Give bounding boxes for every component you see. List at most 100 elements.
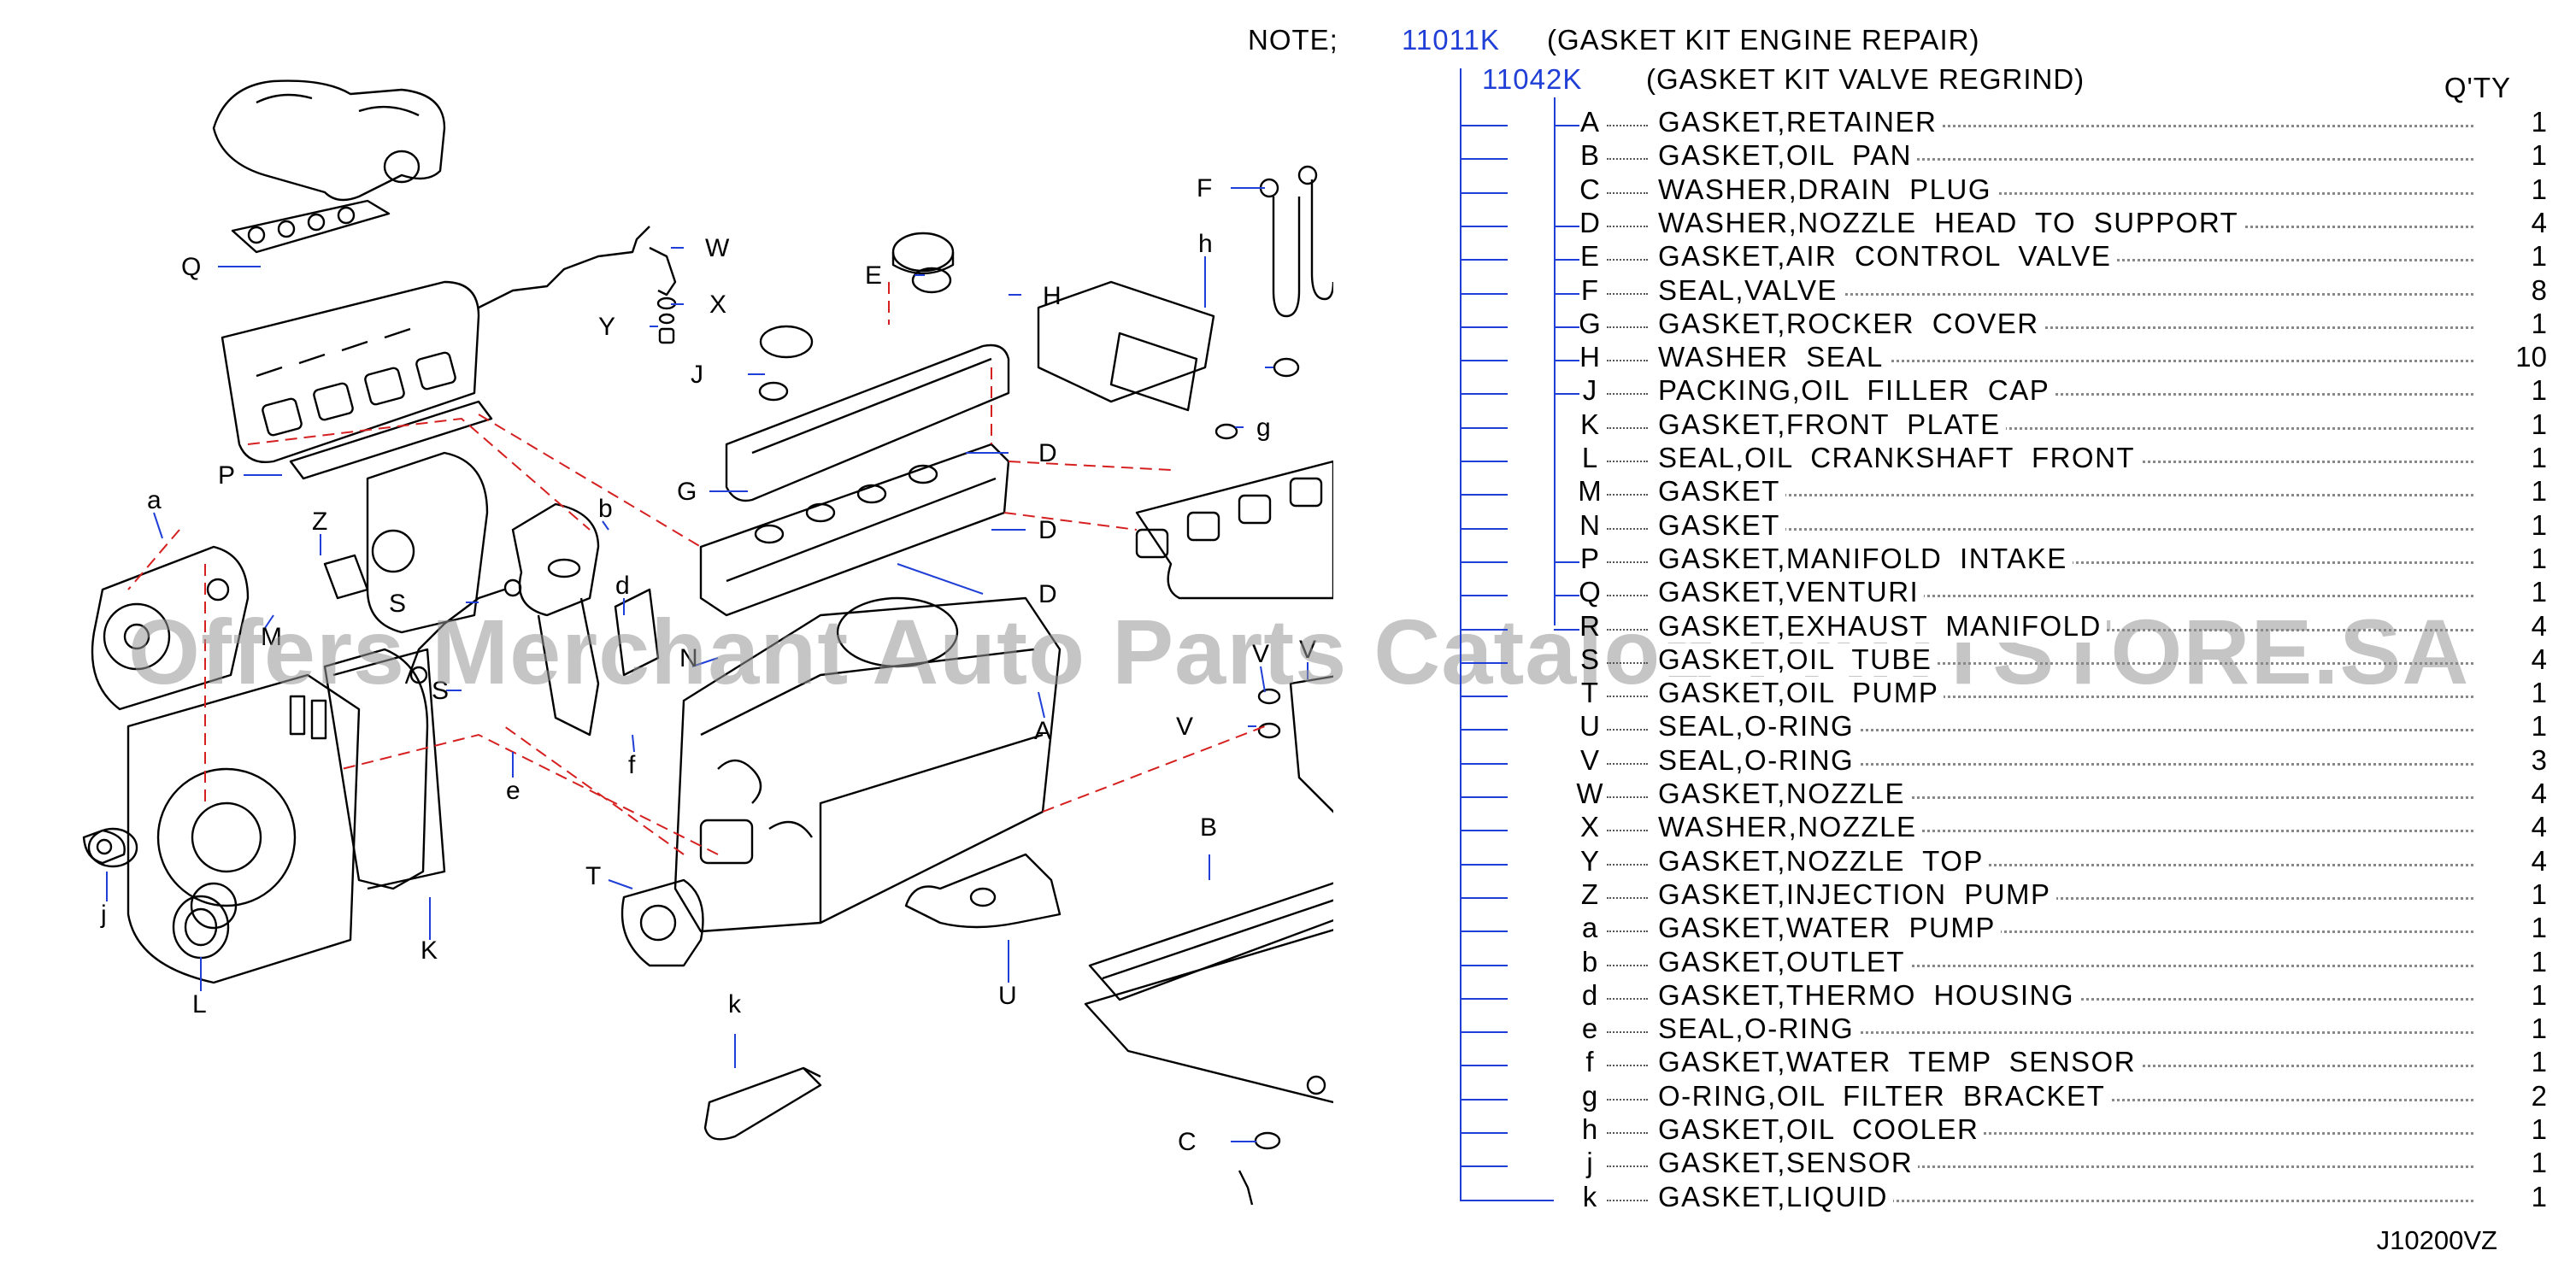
part-code: J — [1582, 374, 1597, 407]
callout-D-1: D — [1038, 439, 1057, 467]
callout-W: W — [705, 234, 730, 262]
callout-U: U — [998, 982, 1017, 1010]
bracket-tick — [1460, 561, 1508, 563]
engine-kit-bracket-line — [1460, 68, 1461, 1201]
bracket-tick — [1460, 1031, 1508, 1034]
diagram-code: J10200VZ — [2376, 1225, 2497, 1255]
leader-dots — [1607, 527, 1648, 530]
bracket-tick — [1460, 326, 1508, 328]
valve-bracket-tick — [1554, 595, 1579, 597]
valve-bracket-tick — [1554, 259, 1579, 261]
leader-dots — [1607, 225, 1648, 227]
part-qty: 2 — [2479, 1079, 2552, 1112]
callout-D-3: D — [1038, 580, 1057, 608]
bracket-tick — [1460, 225, 1508, 227]
part-name: GASKET,MANIFOLD INTAKE — [1658, 542, 2073, 575]
bracket-tick — [1460, 964, 1508, 966]
part-qty: 4 — [2479, 206, 2552, 239]
part-code: H — [1579, 341, 1600, 373]
oil-pan — [1084, 882, 1333, 1206]
injection-pump — [323, 451, 489, 634]
part-code: E — [1579, 240, 1599, 273]
kit-code-valve-regrind[interactable]: 11042K — [1482, 63, 1583, 95]
part-name: GASKET,OUTLET — [1658, 945, 1911, 978]
leader-dots — [1607, 1132, 1648, 1134]
bracket-tick — [1460, 830, 1508, 832]
part-name: GASKET — [1658, 475, 1785, 508]
callout-Q: Q — [181, 253, 201, 281]
part-qty: 8 — [2479, 273, 2552, 307]
bracket-tick — [1460, 896, 1508, 899]
part-qty: 4 — [2479, 811, 2552, 844]
valve-bracket-tick — [1554, 125, 1579, 126]
leader-dots — [1607, 393, 1648, 396]
sensor-gasket — [82, 829, 126, 865]
callout-K: K — [421, 936, 438, 965]
part-qty: 1 — [2479, 307, 2552, 340]
qty-dots — [1675, 595, 2473, 598]
front-cover — [126, 648, 446, 984]
part-name: GASKET,OIL PAN — [1658, 139, 1917, 173]
part-code: Y — [1579, 844, 1599, 877]
part-name: O-RING,OIL FILTER BRACKET — [1658, 1079, 2111, 1112]
part-qty: 1 — [2479, 1046, 2552, 1079]
leader-dots — [1607, 326, 1648, 328]
bracket-tick — [1460, 628, 1508, 631]
part-qty: 4 — [2479, 778, 2552, 810]
qty-dots — [1675, 292, 2473, 296]
callout-D-2: D — [1038, 516, 1057, 544]
kit-code-engine-repair[interactable]: 11011K — [1402, 24, 1500, 56]
bracket-tick — [1460, 426, 1508, 429]
callout-S-1: S — [389, 590, 406, 618]
callout-S-2: S — [432, 677, 449, 705]
bracket-tick — [1460, 930, 1508, 933]
part-qty: 10 — [2479, 341, 2552, 374]
qty-dots — [1675, 930, 2473, 934]
part-name: GASKET,RETAINER — [1658, 106, 1943, 138]
part-code: f — [1585, 1046, 1594, 1078]
part-code: G — [1579, 307, 1601, 339]
leader-dots — [1607, 796, 1648, 798]
bracket-tick — [1460, 494, 1508, 496]
part-code: U — [1579, 710, 1600, 743]
part-code: e — [1581, 1013, 1598, 1045]
leader-dots — [1607, 125, 1648, 126]
leader-dots — [1607, 863, 1648, 866]
bracket-tick — [1460, 527, 1508, 530]
callout-A: A — [1034, 717, 1051, 745]
part-qty: 1 — [2479, 106, 2552, 138]
